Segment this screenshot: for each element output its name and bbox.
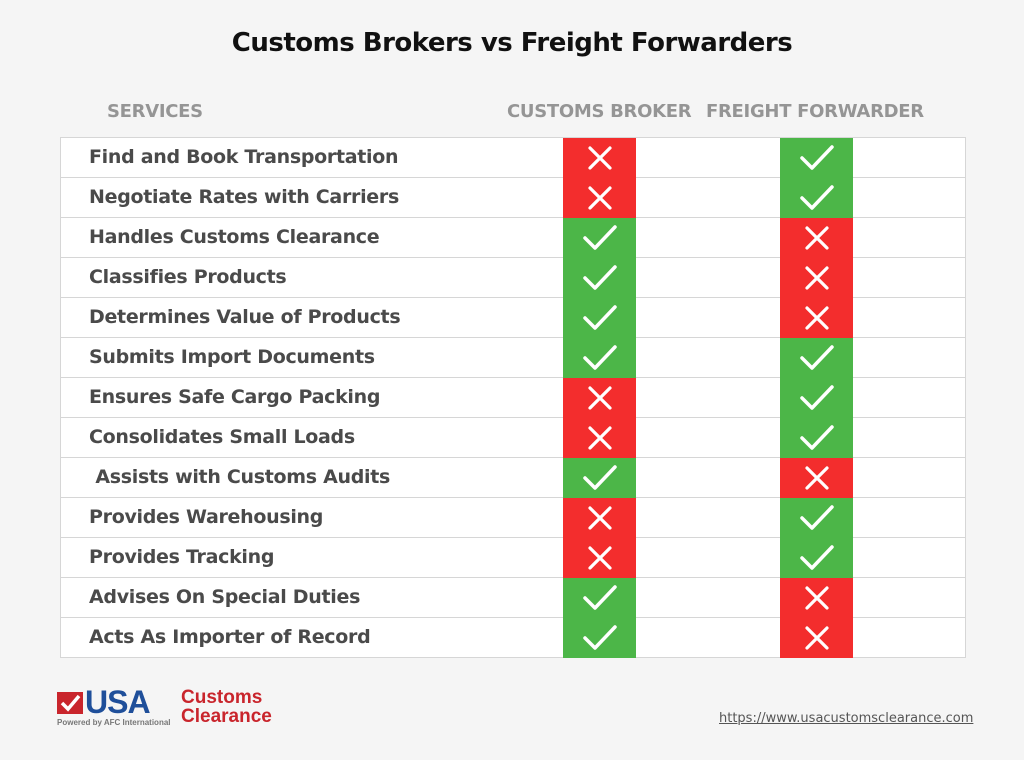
freight-forwarder-cell bbox=[780, 578, 853, 618]
customs-broker-cell bbox=[563, 338, 636, 378]
checkmark-icon bbox=[797, 342, 837, 374]
checkmark-icon bbox=[797, 542, 837, 574]
service-label: Assists with Customs Audits bbox=[89, 466, 391, 488]
table-row: Classifies Products bbox=[61, 258, 965, 298]
cross-icon bbox=[802, 263, 832, 293]
table-row: Provides Tracking bbox=[61, 538, 965, 578]
freight-forwarder-cell bbox=[780, 298, 853, 338]
service-label: Ensures Safe Cargo Packing bbox=[89, 386, 381, 408]
table-row: Ensures Safe Cargo Packing bbox=[61, 378, 965, 418]
column-header-services: SERVICES bbox=[107, 101, 203, 122]
customs-broker-cell bbox=[563, 498, 636, 538]
table-row: Submits Import Documents bbox=[61, 338, 965, 378]
customs-broker-cell bbox=[563, 378, 636, 418]
customs-broker-cell bbox=[563, 218, 636, 258]
page-title: Customs Brokers vs Freight Forwarders bbox=[231, 28, 793, 58]
logo-customs-clearance-text: Customs Clearance bbox=[181, 688, 272, 726]
table-row: Consolidates Small Loads bbox=[61, 418, 965, 458]
cross-icon bbox=[802, 623, 832, 653]
checkmark-icon bbox=[797, 422, 837, 454]
website-link[interactable]: https://www.usacustomsclearance.com bbox=[719, 711, 974, 726]
logo-usa-text: USA bbox=[85, 684, 151, 720]
table-row: Assists with Customs Audits bbox=[61, 458, 965, 498]
checkmark-icon bbox=[797, 382, 837, 414]
service-label: Negotiate Rates with Carriers bbox=[89, 186, 399, 208]
freight-forwarder-cell bbox=[780, 138, 853, 178]
cross-icon bbox=[585, 503, 615, 533]
cross-icon bbox=[585, 183, 615, 213]
table-row: Advises On Special Duties bbox=[61, 578, 965, 618]
service-label: Consolidates Small Loads bbox=[89, 426, 355, 448]
cross-icon bbox=[585, 543, 615, 573]
table-row: Handles Customs Clearance bbox=[61, 218, 965, 258]
customs-broker-cell bbox=[563, 618, 636, 658]
column-header-customs-broker: CUSTOMS BROKER bbox=[507, 101, 692, 122]
service-label: Find and Book Transportation bbox=[89, 146, 399, 168]
cross-icon bbox=[585, 423, 615, 453]
service-label: Handles Customs Clearance bbox=[89, 226, 380, 248]
logo-tagline: Powered by AFC International bbox=[57, 718, 171, 727]
service-label: Provides Warehousing bbox=[89, 506, 324, 528]
freight-forwarder-cell bbox=[780, 258, 853, 298]
checkmark-icon bbox=[797, 182, 837, 214]
customs-broker-cell bbox=[563, 538, 636, 578]
cross-icon bbox=[802, 223, 832, 253]
checkmark-icon bbox=[580, 302, 620, 334]
table-row: Find and Book Transportation bbox=[61, 138, 965, 178]
freight-forwarder-cell bbox=[780, 178, 853, 218]
checkmark-icon bbox=[797, 142, 837, 174]
logo-line1: Customs bbox=[181, 687, 263, 708]
freight-forwarder-cell bbox=[780, 418, 853, 458]
table-row: Determines Value of Products bbox=[61, 298, 965, 338]
customs-broker-cell bbox=[563, 578, 636, 618]
checkmark-icon bbox=[580, 582, 620, 614]
table-row: Acts As Importer of Record bbox=[61, 618, 965, 658]
freight-forwarder-cell bbox=[780, 498, 853, 538]
customs-broker-cell bbox=[563, 418, 636, 458]
cross-icon bbox=[585, 383, 615, 413]
service-label: Provides Tracking bbox=[89, 546, 275, 568]
service-label: Acts As Importer of Record bbox=[89, 626, 371, 648]
logo-line2: Clearance bbox=[181, 706, 272, 727]
freight-forwarder-cell bbox=[780, 458, 853, 498]
checkmark-icon bbox=[797, 502, 837, 534]
service-label: Classifies Products bbox=[89, 266, 287, 288]
freight-forwarder-cell bbox=[780, 218, 853, 258]
column-header-freight-forwarder: FREIGHT FORWARDER bbox=[706, 101, 924, 122]
checkmark-icon bbox=[580, 342, 620, 374]
checkmark-icon bbox=[580, 262, 620, 294]
cross-icon bbox=[585, 143, 615, 173]
service-label: Advises On Special Duties bbox=[89, 586, 361, 608]
usa-customs-clearance-logo: USA Customs Clearance Powered by AFC Int… bbox=[57, 684, 297, 730]
customs-broker-cell bbox=[563, 178, 636, 218]
freight-forwarder-cell bbox=[780, 618, 853, 658]
checkmark-icon bbox=[580, 222, 620, 254]
freight-forwarder-cell bbox=[780, 378, 853, 418]
customs-broker-cell bbox=[563, 458, 636, 498]
checkmark-icon bbox=[580, 462, 620, 494]
table-row: Negotiate Rates with Carriers bbox=[61, 178, 965, 218]
customs-broker-cell bbox=[563, 258, 636, 298]
cross-icon bbox=[802, 303, 832, 333]
cross-icon bbox=[802, 583, 832, 613]
freight-forwarder-cell bbox=[780, 338, 853, 378]
service-label: Submits Import Documents bbox=[89, 346, 375, 368]
cross-icon bbox=[802, 463, 832, 493]
table-row: Provides Warehousing bbox=[61, 498, 965, 538]
checkmark-icon bbox=[580, 622, 620, 654]
customs-broker-cell bbox=[563, 138, 636, 178]
customs-broker-cell bbox=[563, 298, 636, 338]
freight-forwarder-cell bbox=[780, 538, 853, 578]
service-label: Determines Value of Products bbox=[89, 306, 401, 328]
checkmark-box-icon bbox=[57, 692, 83, 714]
